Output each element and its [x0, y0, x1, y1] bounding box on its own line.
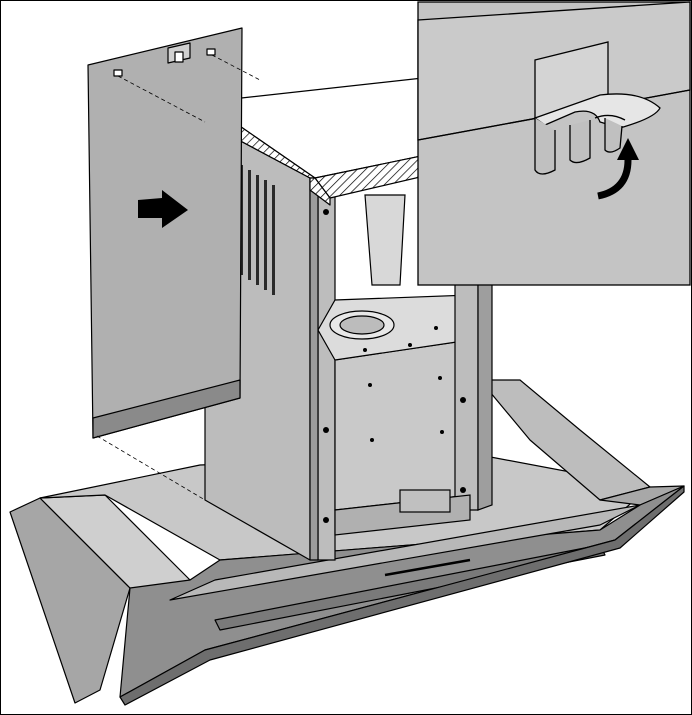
fan-housing: [317, 149, 493, 561]
removed-side-panel: [87, 27, 243, 439]
curved-arrow-up-icon: [597, 138, 639, 200]
detail-inset: [417, 1, 691, 286]
arrow-right-icon: [138, 190, 188, 228]
alignment-guides: [96, 54, 261, 501]
